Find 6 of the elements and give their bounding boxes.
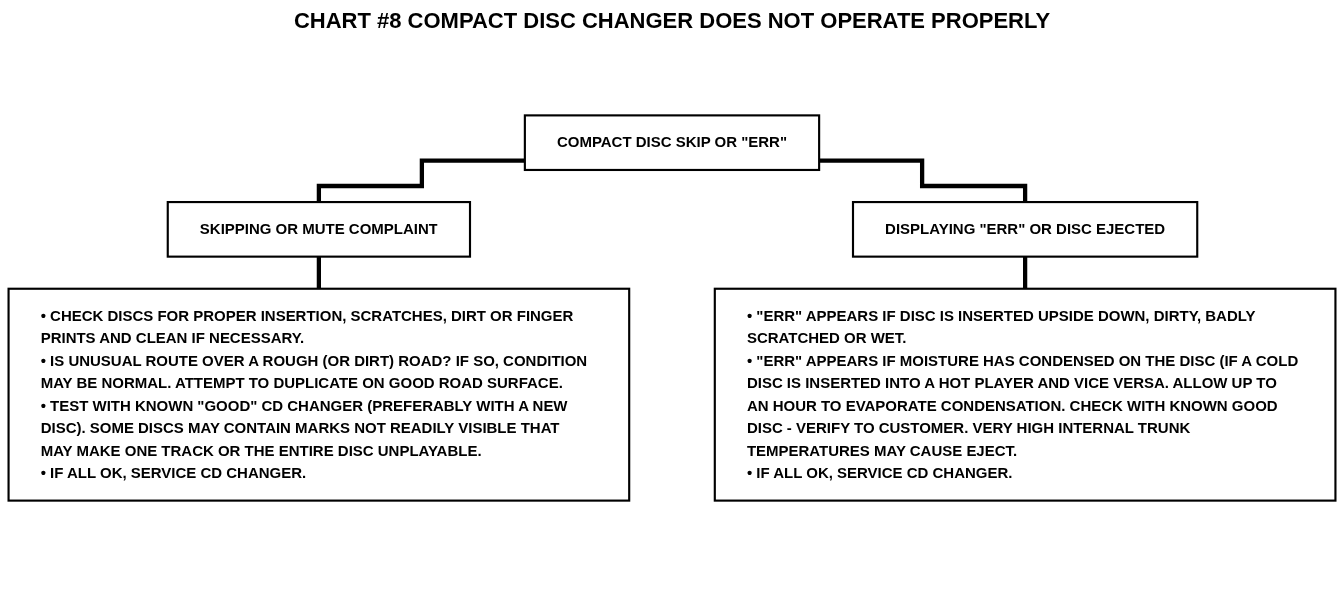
node-box: DISPLAYING "ERR" OR DISC EJECTED: [851, 201, 1199, 258]
node-box: • CHECK DISCS FOR PROPER INSERTION, SCRATCHES, DIRT OR FINGER PRINTS AND CLEAN IF NECESSARY. • IS UNUSUAL ROUTE OVER A ROUGH (OR DIRT) ROAD? IF SO, CONDITION MAY BE NORMAL. ATTEMPT TO DUPLICATE ON GOOD ROAD SURFACE. • TEST WITH KNOWN "GOOD" CD CHANGER (PREFERABLY WITH A NEW DISC). SOME DISCS MAY CONTAIN MARKS NOT READILY VISIBLE THAT MAY MAKE ONE TRACK OR THE ENTIRE DISC UNPLAYABLE. • IF ALL OK, SERVICE CD CHANGER.: [7, 287, 631, 502]
node-box: COMPACT DISC SKIP OR "ERR": [523, 114, 821, 172]
chart-title: CHART #8 COMPACT DISC CHANGER DOES NOT OPERATE PROPERLY: [292, 8, 1052, 34]
node-box: • "ERR" APPEARS IF DISC IS INSERTED UPSIDE DOWN, DIRTY, BADLY SCRATCHED OR WET. • "ERR" APPEARS IF MOISTURE HAS CONDENSED ON THE DISC (IF A COLD DISC IS INSERTED INTO A HOT PLAYER AND VICE VERSA. ALLOW UP TO AN HOUR TO EVAPORATE CONDENSATION. CHECK WITH KNOWN GOOD DISC - VERIFY TO CUSTOMER. VERY HIGH INTERNAL TRUNK TEMPERATURES MAY CAUSE EJECT. • IF ALL OK, SERVICE CD CHANGER.: [713, 287, 1337, 502]
node-box: SKIPPING OR MUTE COMPLAINT: [166, 201, 472, 258]
